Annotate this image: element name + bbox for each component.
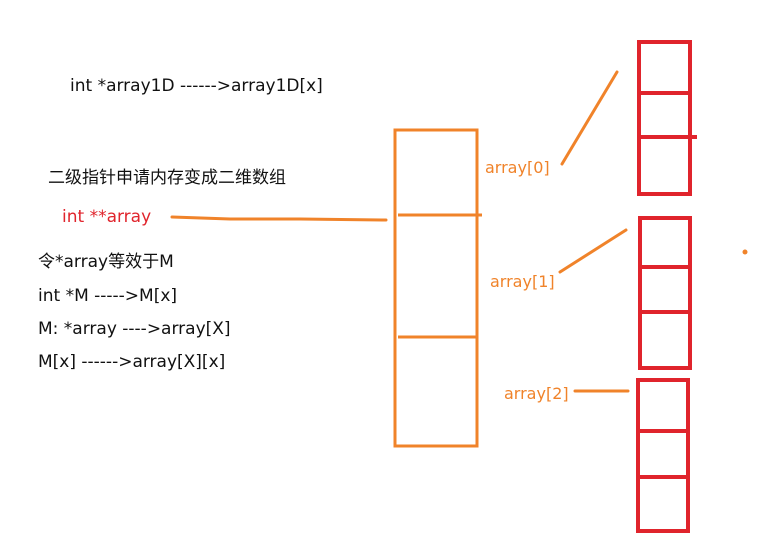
- pointer-m-note: int *M ----->M[x]: [38, 286, 178, 306]
- row-array-0-outline: [637, 40, 692, 196]
- double-pointer-label: int **array: [62, 207, 152, 227]
- array1d-declaration: int *array1D ------>array1D[x]: [70, 76, 323, 96]
- m-array-note: M: *array ---->array[X]: [38, 319, 231, 339]
- equivalence-note: 令*array等效于M: [38, 252, 174, 272]
- row-array-2: [636, 378, 690, 533]
- row-label-2: array[2]: [504, 384, 569, 403]
- pointer-array-outline: [393, 128, 479, 448]
- stray-dot: [742, 249, 748, 255]
- row-label-1: array[1]: [490, 272, 555, 291]
- double-pointer-link: [170, 215, 388, 222]
- row0-connector: [560, 70, 619, 166]
- row-array-1: [638, 216, 692, 370]
- m-index-note: M[x] ------>array[X][x]: [38, 352, 226, 372]
- heading-text: 二级指针申请内存变成二维数组: [48, 168, 286, 188]
- row1-connector: [558, 228, 628, 274]
- row-array-2-outline: [636, 378, 690, 533]
- pointer-array-box: [393, 128, 482, 448]
- row-array-0: [637, 40, 697, 196]
- row-label-0: array[0]: [485, 158, 550, 177]
- row-array-1-outline: [638, 216, 692, 370]
